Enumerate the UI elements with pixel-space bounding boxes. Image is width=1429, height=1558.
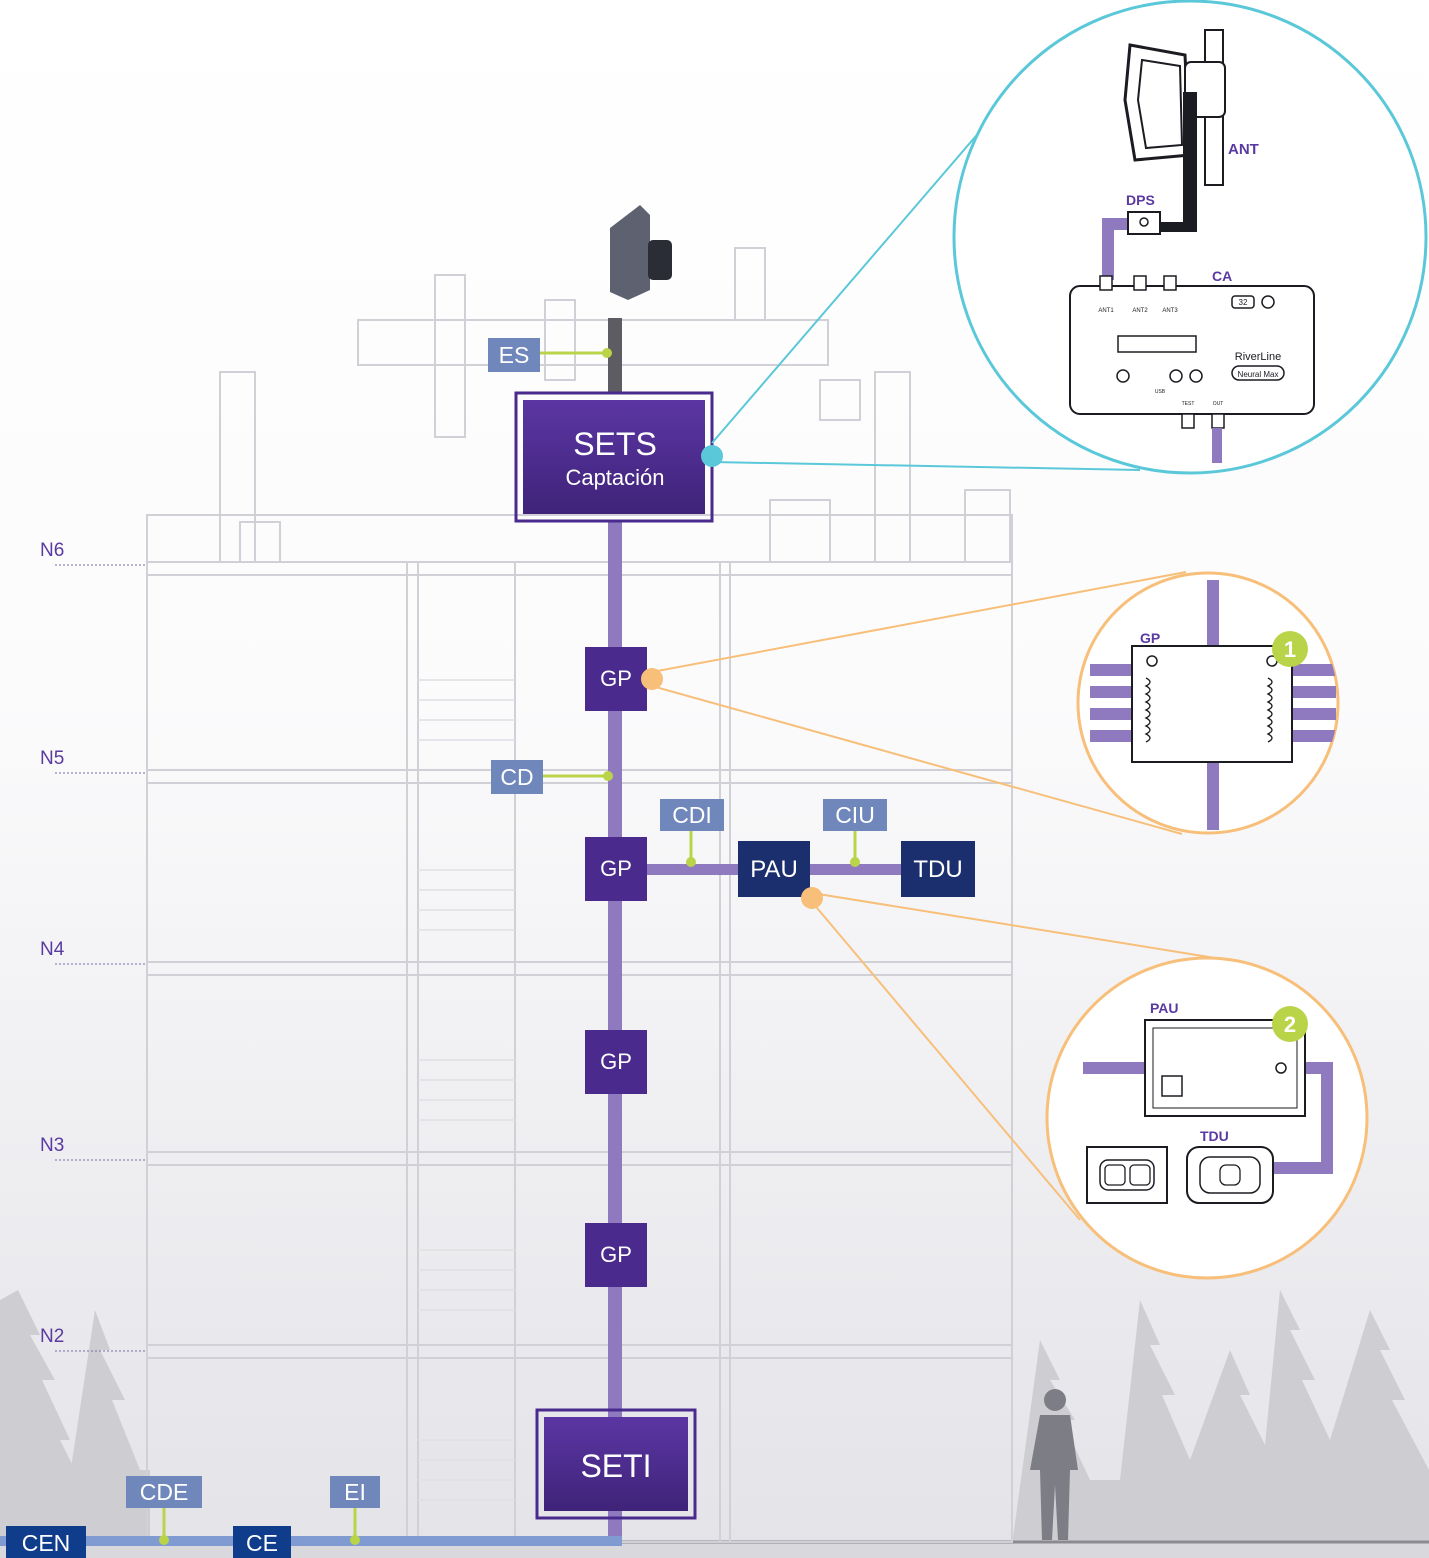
tag-ce-text: CE [246, 1530, 278, 1556]
gp-box[interactable]: GP [585, 1223, 647, 1287]
ant-port-1: ANT1 [1098, 308, 1114, 314]
gp-label: GP [600, 1242, 632, 1267]
tag-cde: CDE [126, 1476, 202, 1508]
tag-leaders [159, 348, 860, 1545]
level-label-n6: N6 [40, 540, 64, 561]
gp-detail-label: GP [1140, 630, 1160, 646]
tag-es: ES [488, 338, 540, 372]
model-label: Neural Max [1238, 370, 1279, 379]
gain-label: 32 [1239, 298, 1248, 307]
badge-2 [1272, 1006, 1308, 1042]
stairs [418, 679, 515, 1501]
gp-callout-dot [641, 668, 663, 690]
pau-box[interactable]: PAU [738, 841, 810, 897]
tag-ei-text: EI [344, 1479, 366, 1505]
gp-box[interactable]: GP [585, 837, 647, 901]
level-label-n4: N4 [40, 939, 65, 960]
gp-detail-callout: GP 1 [1076, 571, 1340, 835]
sets-subtitle: Captación [565, 465, 664, 490]
ant-port-2: ANT2 [1132, 308, 1148, 314]
pau-detail-label: PAU [1150, 1000, 1179, 1016]
callout-leaders [651, 107, 1241, 1221]
antenna-detail-callout: ANT DPS CA ANT1 ANT2 ANT3 RiverLine Neur… [952, 0, 1428, 475]
gp-label: GP [600, 666, 632, 691]
sets-callout-dot [701, 445, 723, 467]
test-label: TEST [1182, 401, 1195, 407]
dps-label: DPS [1126, 192, 1155, 208]
pau-label: PAU [750, 856, 798, 883]
tag-cde-text: CDE [140, 1479, 189, 1505]
gp-label: GP [600, 856, 632, 881]
tag-ciu: CIU [823, 799, 887, 831]
person-silhouette [1030, 1389, 1078, 1540]
tag-ciu-text: CIU [835, 802, 875, 828]
gp-box[interactable]: GP [585, 647, 647, 711]
tdu-detail-label: TDU [1200, 1128, 1229, 1144]
level-label-n2: N2 [40, 1326, 64, 1347]
seti-title: SETI [580, 1448, 651, 1484]
pau-callout-dot [801, 887, 823, 909]
tdu-box[interactable]: TDU [901, 841, 975, 897]
sets-captacion-box[interactable]: SETS Captación [514, 391, 714, 523]
sets-title: SETS [573, 426, 657, 462]
level-label-n3: N3 [40, 1135, 64, 1156]
tag-ei: EI [330, 1476, 380, 1508]
pau-detail-callout: PAU TDU 2 [1045, 956, 1369, 1280]
rooftop-antenna [608, 205, 672, 393]
gp-box[interactable]: GP [585, 1030, 647, 1094]
gp-label: GP [600, 1049, 632, 1074]
tag-ce: CE [233, 1526, 291, 1558]
usb-label: USB [1155, 389, 1166, 395]
out-label: OUT [1213, 401, 1224, 407]
brand-label: RiverLine [1235, 351, 1281, 363]
tag-cdi-text: CDI [672, 802, 712, 828]
ca-label: CA [1212, 268, 1232, 284]
tag-es-text: ES [499, 342, 530, 368]
tag-cdi: CDI [660, 799, 724, 831]
ant-port-3: ANT3 [1162, 308, 1178, 314]
tag-cd-text: CD [500, 764, 533, 790]
badge-1-text: 1 [1284, 637, 1296, 662]
ground-entry-cable [0, 1536, 622, 1546]
level-label-n5: N5 [40, 748, 64, 769]
tag-cen-text: CEN [22, 1530, 71, 1556]
seti-box[interactable]: SETI [535, 1408, 697, 1520]
tdu-label: TDU [913, 856, 962, 883]
badge-2-text: 2 [1284, 1012, 1296, 1037]
badge-1 [1272, 631, 1308, 667]
level-markers: N6 N5 N4 N3 N2 [40, 540, 147, 1352]
tag-cen: CEN [6, 1526, 86, 1558]
tag-cd: CD [491, 760, 543, 794]
building-outline [146, 247, 1013, 1543]
ant-label: ANT [1228, 141, 1259, 158]
